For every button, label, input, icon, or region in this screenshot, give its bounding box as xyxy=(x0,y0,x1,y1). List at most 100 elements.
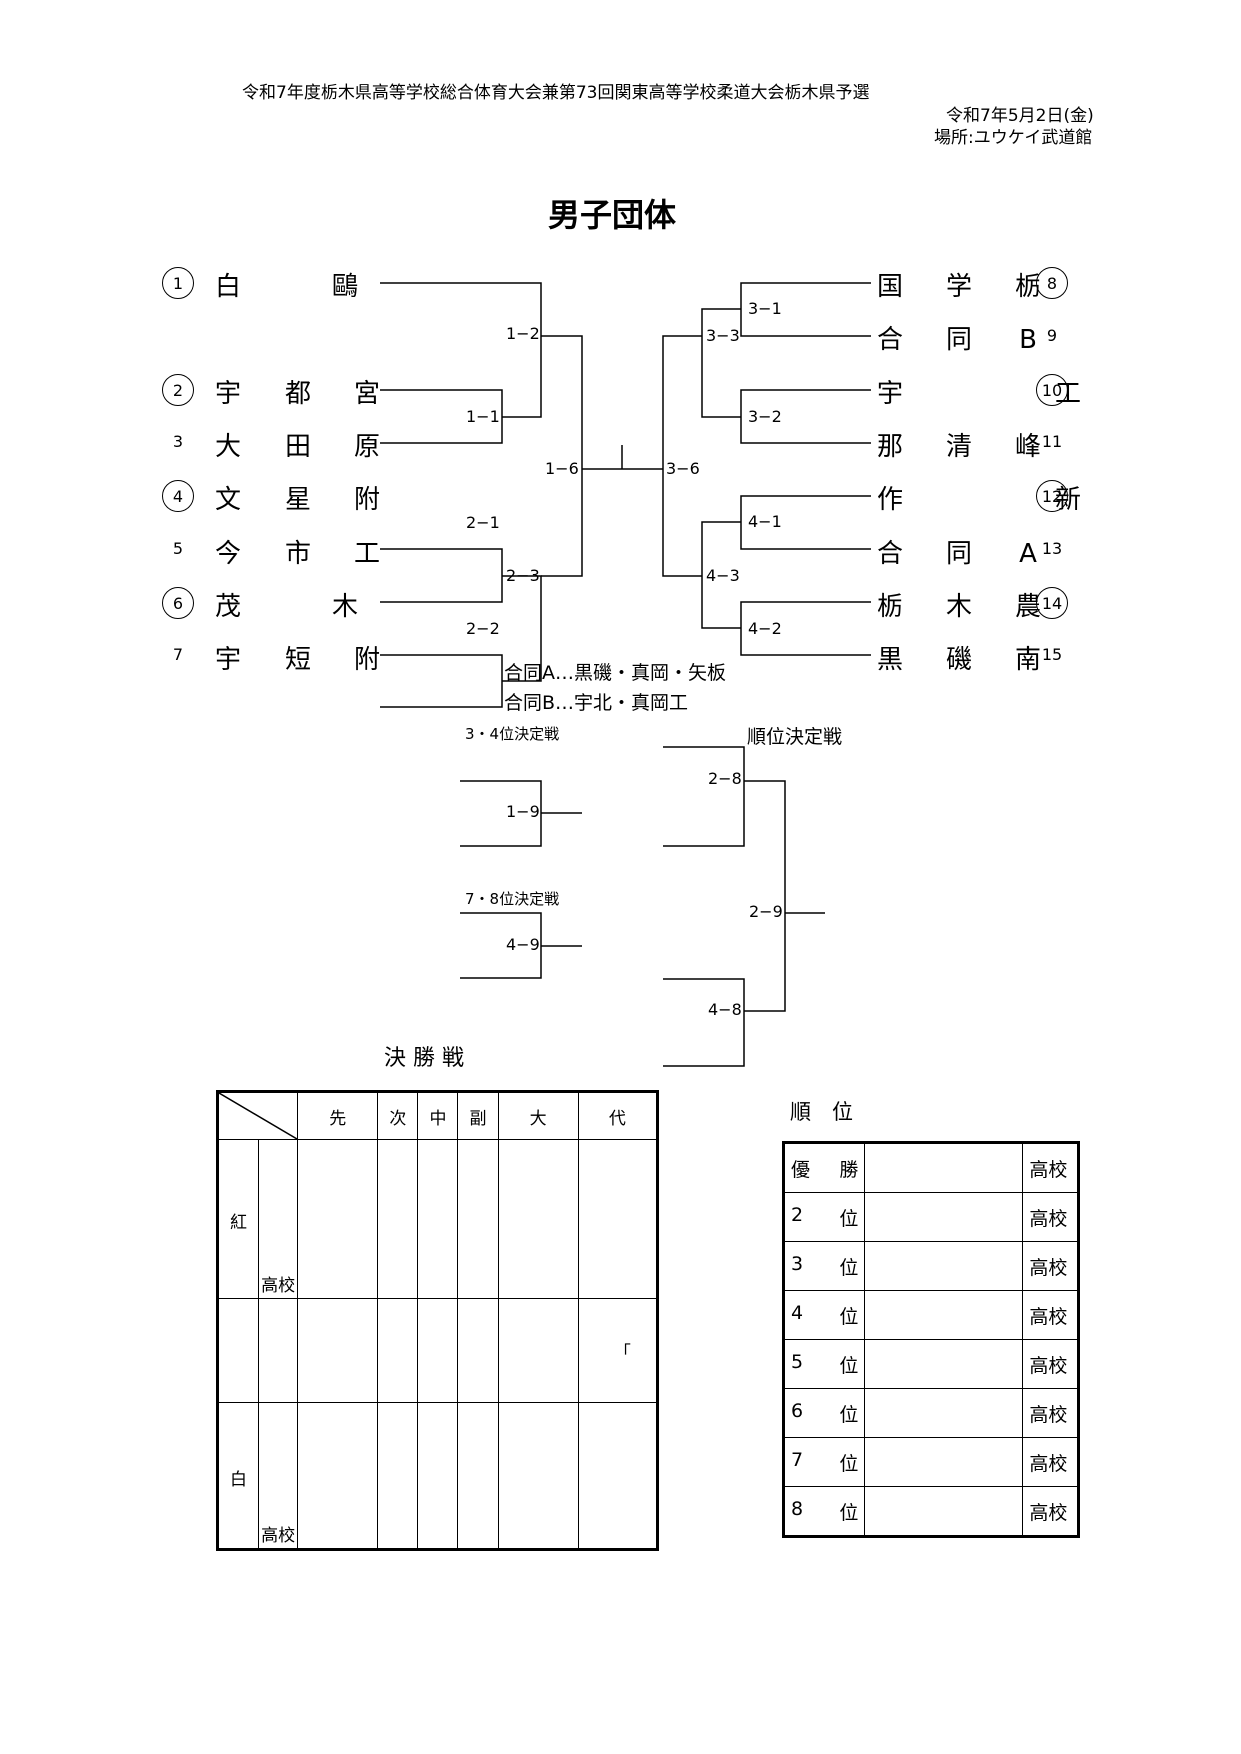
joint-team-a-note: 合同A…黒磯・真岡・矢板 xyxy=(504,662,726,684)
result-cell[interactable] xyxy=(457,1298,499,1403)
match-label: 4−2 xyxy=(748,619,782,638)
match-label: 1−6 xyxy=(545,459,579,478)
seventh-place-label: 7・8位決定戦 xyxy=(465,890,560,908)
match-label: 3−6 xyxy=(666,459,700,478)
column-header: 代 xyxy=(577,1091,659,1140)
match-label: 1−9 xyxy=(506,802,540,821)
team-name: 国学栃 xyxy=(876,272,1041,302)
team-name: 宇工 xyxy=(876,379,1081,409)
school-entry[interactable] xyxy=(864,1241,1024,1291)
event-venue: 場所:ユウケイ武道館 xyxy=(934,128,1093,148)
score-cell[interactable] xyxy=(577,1139,659,1299)
score-cell[interactable] xyxy=(417,1139,459,1299)
school-suffix: 高校 xyxy=(1022,1192,1079,1242)
match-label: 3−2 xyxy=(748,407,782,426)
score-cell[interactable] xyxy=(497,1402,579,1550)
match-label: 2−1 xyxy=(466,513,500,532)
school-suffix: 高校 xyxy=(1022,1241,1079,1291)
match-label: 4−8 xyxy=(708,1000,742,1019)
match-label: 3−3 xyxy=(706,326,740,345)
middle-cell xyxy=(216,1298,260,1403)
match-label: 1−1 xyxy=(466,407,500,426)
seed-number: 9 xyxy=(1046,326,1058,345)
result-cell-mark: 「 xyxy=(577,1298,659,1403)
seed-badge: 2 xyxy=(162,374,194,406)
column-header: 副 xyxy=(457,1091,499,1140)
match-label: 4−3 xyxy=(706,566,740,585)
event-date: 令和7年5月2日(金) xyxy=(946,106,1094,126)
school-suffix: 高校 xyxy=(258,1402,299,1550)
school-suffix: 高校 xyxy=(1022,1290,1079,1340)
team-name: 今市工 xyxy=(214,539,380,569)
school-suffix: 高校 xyxy=(258,1139,299,1299)
team-name: 栃木農 xyxy=(876,592,1041,622)
match-label: 2−2 xyxy=(466,619,500,638)
school-entry[interactable] xyxy=(864,1339,1024,1389)
seed-badge: 1 xyxy=(162,267,194,299)
result-cell[interactable] xyxy=(497,1298,579,1403)
result-cell[interactable] xyxy=(297,1298,379,1403)
result-cell[interactable] xyxy=(377,1298,419,1403)
score-cell[interactable] xyxy=(377,1402,419,1550)
score-cell[interactable] xyxy=(457,1402,499,1550)
school-entry[interactable] xyxy=(864,1437,1024,1487)
team-name: 大田原 xyxy=(214,432,380,462)
team-name: 文星附 xyxy=(214,485,380,515)
white-side-label: 白 xyxy=(216,1402,260,1550)
school-entry[interactable] xyxy=(864,1192,1024,1242)
school-entry[interactable] xyxy=(864,1142,1024,1193)
joint-team-b-note: 合同B…宇北・真岡工 xyxy=(504,692,689,714)
seed-number: 5 xyxy=(172,539,184,558)
final-score-table: 先 次 中 副 大 代 紅 高校 「 白 高校 xyxy=(216,1090,659,1551)
match-label: 2−8 xyxy=(708,769,742,788)
corner-cell xyxy=(216,1091,299,1140)
school-suffix: 高校 xyxy=(1022,1339,1079,1389)
school-suffix: 高校 xyxy=(1022,1142,1079,1193)
match-label: 3−1 xyxy=(748,299,782,318)
school-suffix: 高校 xyxy=(1022,1388,1079,1438)
match-label: 4−9 xyxy=(506,935,540,954)
school-entry[interactable] xyxy=(864,1388,1024,1438)
score-cell[interactable] xyxy=(497,1139,579,1299)
seed-badge: 14 xyxy=(1036,587,1068,619)
seed-badge: 6 xyxy=(162,587,194,619)
result-cell[interactable] xyxy=(417,1298,459,1403)
score-cell[interactable] xyxy=(577,1402,659,1550)
school-suffix: 高校 xyxy=(1022,1437,1079,1487)
seed-number: 3 xyxy=(172,432,184,451)
team-name: 那清峰 xyxy=(876,432,1041,462)
match-label: 2−3 xyxy=(506,566,540,585)
column-header: 先 xyxy=(297,1091,379,1140)
score-cell[interactable] xyxy=(297,1139,379,1299)
seed-number: 7 xyxy=(172,645,184,664)
seed-badge: 4 xyxy=(162,480,194,512)
school-entry[interactable] xyxy=(864,1486,1024,1537)
match-label: 4−1 xyxy=(748,512,782,531)
page-title: 男子団体 xyxy=(548,196,677,234)
diagonal-line xyxy=(219,1093,297,1139)
final-label: 決 勝 戦 xyxy=(384,1046,464,1071)
ranking-title: 順 位 xyxy=(790,1100,853,1124)
score-cell[interactable] xyxy=(297,1402,379,1550)
seed-badge: 12 xyxy=(1036,480,1068,512)
rank-label: 優勝 xyxy=(782,1142,866,1193)
score-cell[interactable] xyxy=(457,1139,499,1299)
seed-badge: 8 xyxy=(1036,267,1068,299)
middle-cell xyxy=(258,1298,299,1403)
score-cell[interactable] xyxy=(377,1139,419,1299)
column-header: 次 xyxy=(377,1091,419,1140)
score-cell[interactable] xyxy=(417,1402,459,1550)
seed-badge: 10 xyxy=(1036,374,1068,406)
team-name: 宇短附 xyxy=(214,645,380,675)
seed-number: 15 xyxy=(1041,645,1063,664)
match-label: 2−9 xyxy=(749,902,783,921)
red-side-label: 紅 xyxy=(216,1139,260,1299)
school-entry[interactable] xyxy=(864,1290,1024,1340)
